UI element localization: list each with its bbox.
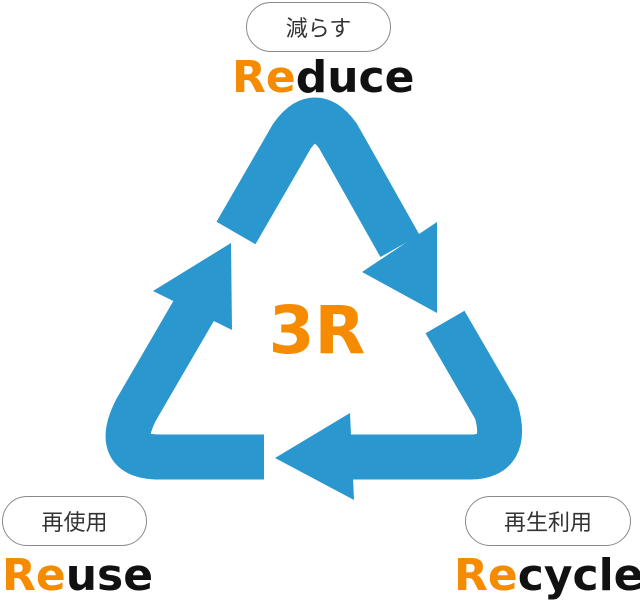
arrow-reuse-band <box>105 288 264 480</box>
recycle-title: Recycle <box>454 554 640 598</box>
arrow-reduce-band <box>216 97 420 258</box>
reduce-title-accent: Re <box>232 52 296 103</box>
arrow-reuse-head <box>153 243 232 330</box>
recycle-title-rest: cycle <box>517 550 640 601</box>
arrow-reduce <box>216 97 437 313</box>
arrow-recycle-head <box>275 413 354 500</box>
reuse-jp-label: 再使用 <box>41 511 108 536</box>
recycle-jp-label-pill: 再生利用 <box>465 496 631 546</box>
center-label-3r: 3R <box>268 292 366 369</box>
reduce-title-rest: duce <box>295 52 415 103</box>
recycle-jp-label: 再生利用 <box>503 511 592 536</box>
reuse-title: Reuse <box>2 554 153 598</box>
reuse-title-rest: use <box>65 550 154 601</box>
arrow-reuse <box>105 243 264 480</box>
reduce-jp-label: 減らす <box>285 17 352 42</box>
recycle-title-accent: Re <box>454 550 518 601</box>
reduce-title: Reduce <box>232 56 414 100</box>
reuse-title-accent: Re <box>2 550 66 601</box>
arrow-recycle <box>275 310 523 500</box>
arrow-recycle-band <box>350 310 523 480</box>
reduce-jp-label-pill: 減らす <box>246 2 391 52</box>
arrow-reduce-head <box>362 222 437 313</box>
reuse-jp-label-pill: 再使用 <box>2 496 147 546</box>
